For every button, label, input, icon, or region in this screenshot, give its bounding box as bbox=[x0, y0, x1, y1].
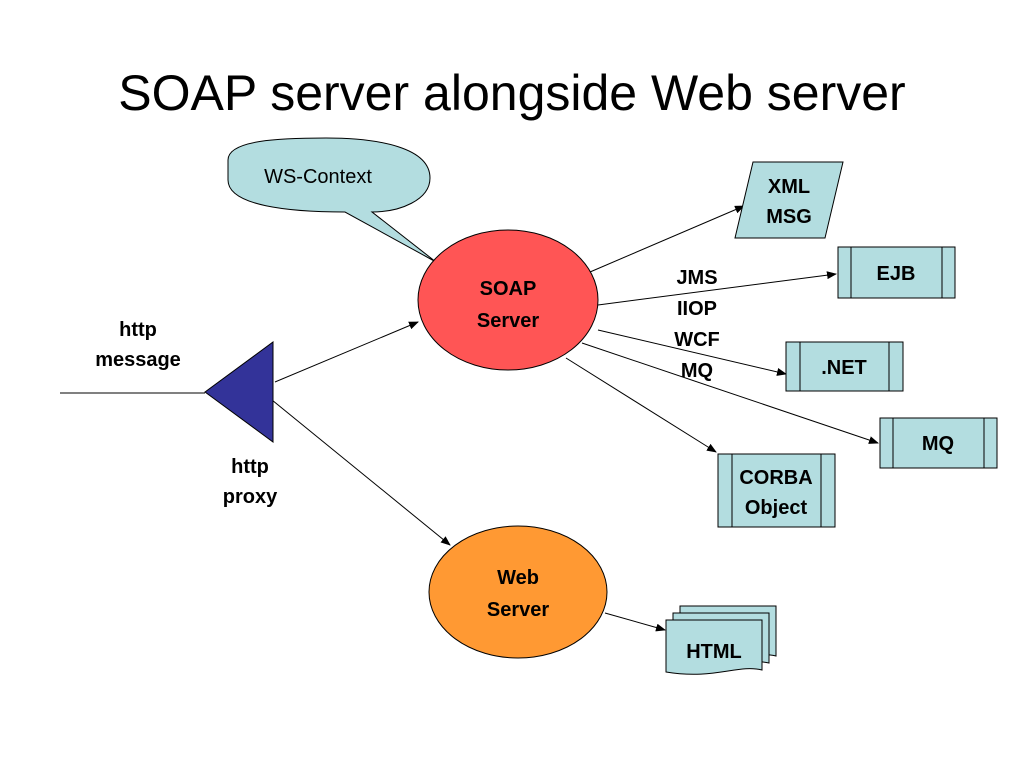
soap-to-net-arrow bbox=[597, 329, 787, 376]
proxy-triangle-icon bbox=[204, 341, 274, 443]
http-proxy-node: http proxy bbox=[204, 341, 278, 508]
slide-title: SOAP server alongside Web server bbox=[118, 65, 906, 121]
xml-msg-label-1: XML bbox=[768, 176, 810, 198]
net-label: .NET bbox=[821, 357, 867, 379]
html-label: HTML bbox=[686, 641, 742, 663]
corba-node: CORBA Object bbox=[717, 453, 836, 528]
http-proxy-label-1: http bbox=[231, 456, 269, 478]
ejb-node: EJB bbox=[837, 246, 956, 299]
web-server-node: Web Server bbox=[428, 525, 608, 659]
protocol-wcf: WCF bbox=[674, 329, 720, 351]
soap-to-ejb-arrow bbox=[597, 271, 837, 306]
http-proxy-label-2: proxy bbox=[223, 486, 278, 508]
web-server-label-2: Server bbox=[487, 599, 549, 621]
soap-to-xml-arrow bbox=[589, 205, 745, 273]
soap-to-mq-arrow bbox=[581, 342, 879, 444]
corba-label-1: CORBA bbox=[739, 467, 812, 489]
corba-label-2: Object bbox=[745, 497, 808, 519]
http-message-label: http message bbox=[95, 319, 181, 371]
protocol-list: JMS IIOP WCF MQ bbox=[674, 267, 720, 382]
soap-server-label-1: SOAP bbox=[480, 278, 537, 300]
xml-msg-node: XML MSG bbox=[734, 161, 844, 239]
ejb-label: EJB bbox=[877, 263, 916, 285]
http-message-label-1: http bbox=[119, 319, 157, 341]
protocol-mq: MQ bbox=[681, 360, 713, 382]
soap-server-node: SOAP Server bbox=[417, 229, 599, 371]
xml-msg-label-2: MSG bbox=[766, 206, 812, 228]
ws-context-callout: WS-Context bbox=[227, 137, 437, 263]
proxy-to-soap-arrow bbox=[274, 321, 419, 383]
ws-context-label: WS-Context bbox=[264, 166, 372, 188]
web-to-html-arrow bbox=[604, 612, 666, 632]
http-message-label-2: message bbox=[95, 349, 181, 371]
mq-label: MQ bbox=[922, 433, 954, 455]
soap-to-corba-arrow bbox=[565, 357, 717, 453]
net-node: .NET bbox=[785, 341, 904, 392]
connectors bbox=[60, 205, 879, 632]
proxy-to-web-arrow bbox=[271, 399, 451, 546]
soap-server-label-2: Server bbox=[477, 310, 539, 332]
protocol-iiop: IIOP bbox=[677, 298, 717, 320]
html-doc-front-icon bbox=[665, 619, 763, 675]
protocol-jms: JMS bbox=[676, 267, 717, 289]
html-documents-node: HTML bbox=[665, 605, 777, 675]
mq-node: MQ bbox=[879, 417, 998, 469]
web-server-label-1: Web bbox=[497, 567, 539, 589]
